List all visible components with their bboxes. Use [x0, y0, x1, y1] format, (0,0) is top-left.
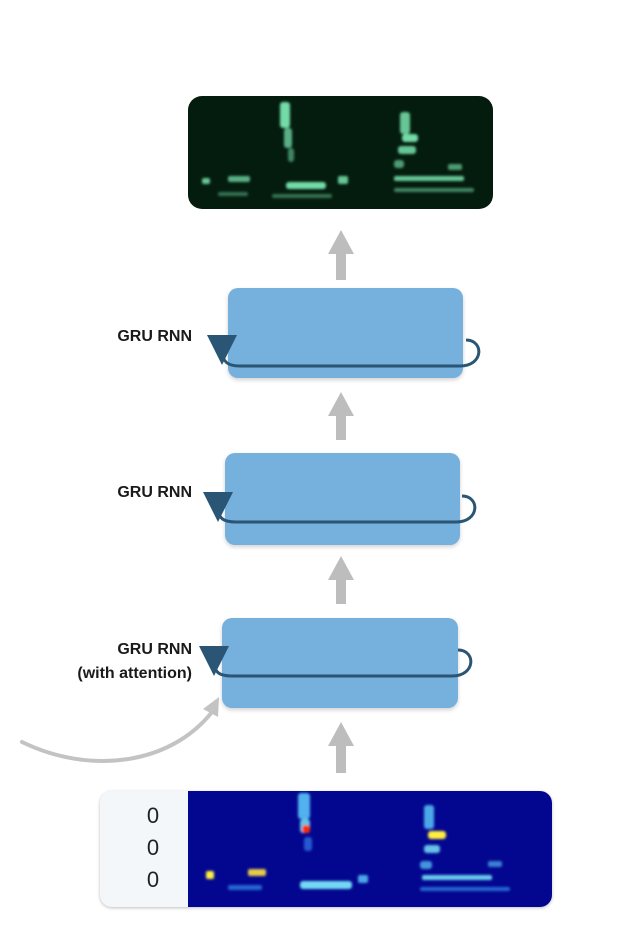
- attention-arrow-head: [203, 697, 219, 717]
- gru-block-bottom: [222, 618, 458, 708]
- layer-label-middle: GRU RNN: [40, 481, 192, 505]
- up-arrow-1: [328, 230, 354, 280]
- layer-label-bottom: GRU RNN (with attention): [20, 638, 192, 686]
- up-arrow-3: [328, 556, 354, 604]
- attention-arrow: [20, 710, 214, 763]
- output-spectrogram-image: [202, 102, 474, 198]
- input-spectrogram: [188, 791, 552, 907]
- up-arrow-2: [328, 392, 354, 440]
- layer-label-bottom-sublabel: (with attention): [77, 665, 192, 682]
- input-value-1: 0: [146, 803, 160, 828]
- up-arrow-4: [328, 722, 354, 773]
- gru-block-middle: [225, 453, 460, 545]
- layer-label-top-text: GRU RNN: [117, 328, 192, 345]
- input-value-3: 0: [146, 867, 160, 892]
- input-value-2: 0: [146, 835, 160, 860]
- output-spectrogram: [188, 96, 493, 209]
- layer-label-middle-text: GRU RNN: [117, 484, 192, 501]
- layer-label-top: GRU RNN: [40, 325, 192, 349]
- layer-label-bottom-text: GRU RNN: [117, 641, 192, 658]
- input-frame: 0 0 0: [100, 791, 552, 907]
- input-spectrogram-image: [206, 793, 510, 891]
- gru-block-top: [228, 288, 463, 378]
